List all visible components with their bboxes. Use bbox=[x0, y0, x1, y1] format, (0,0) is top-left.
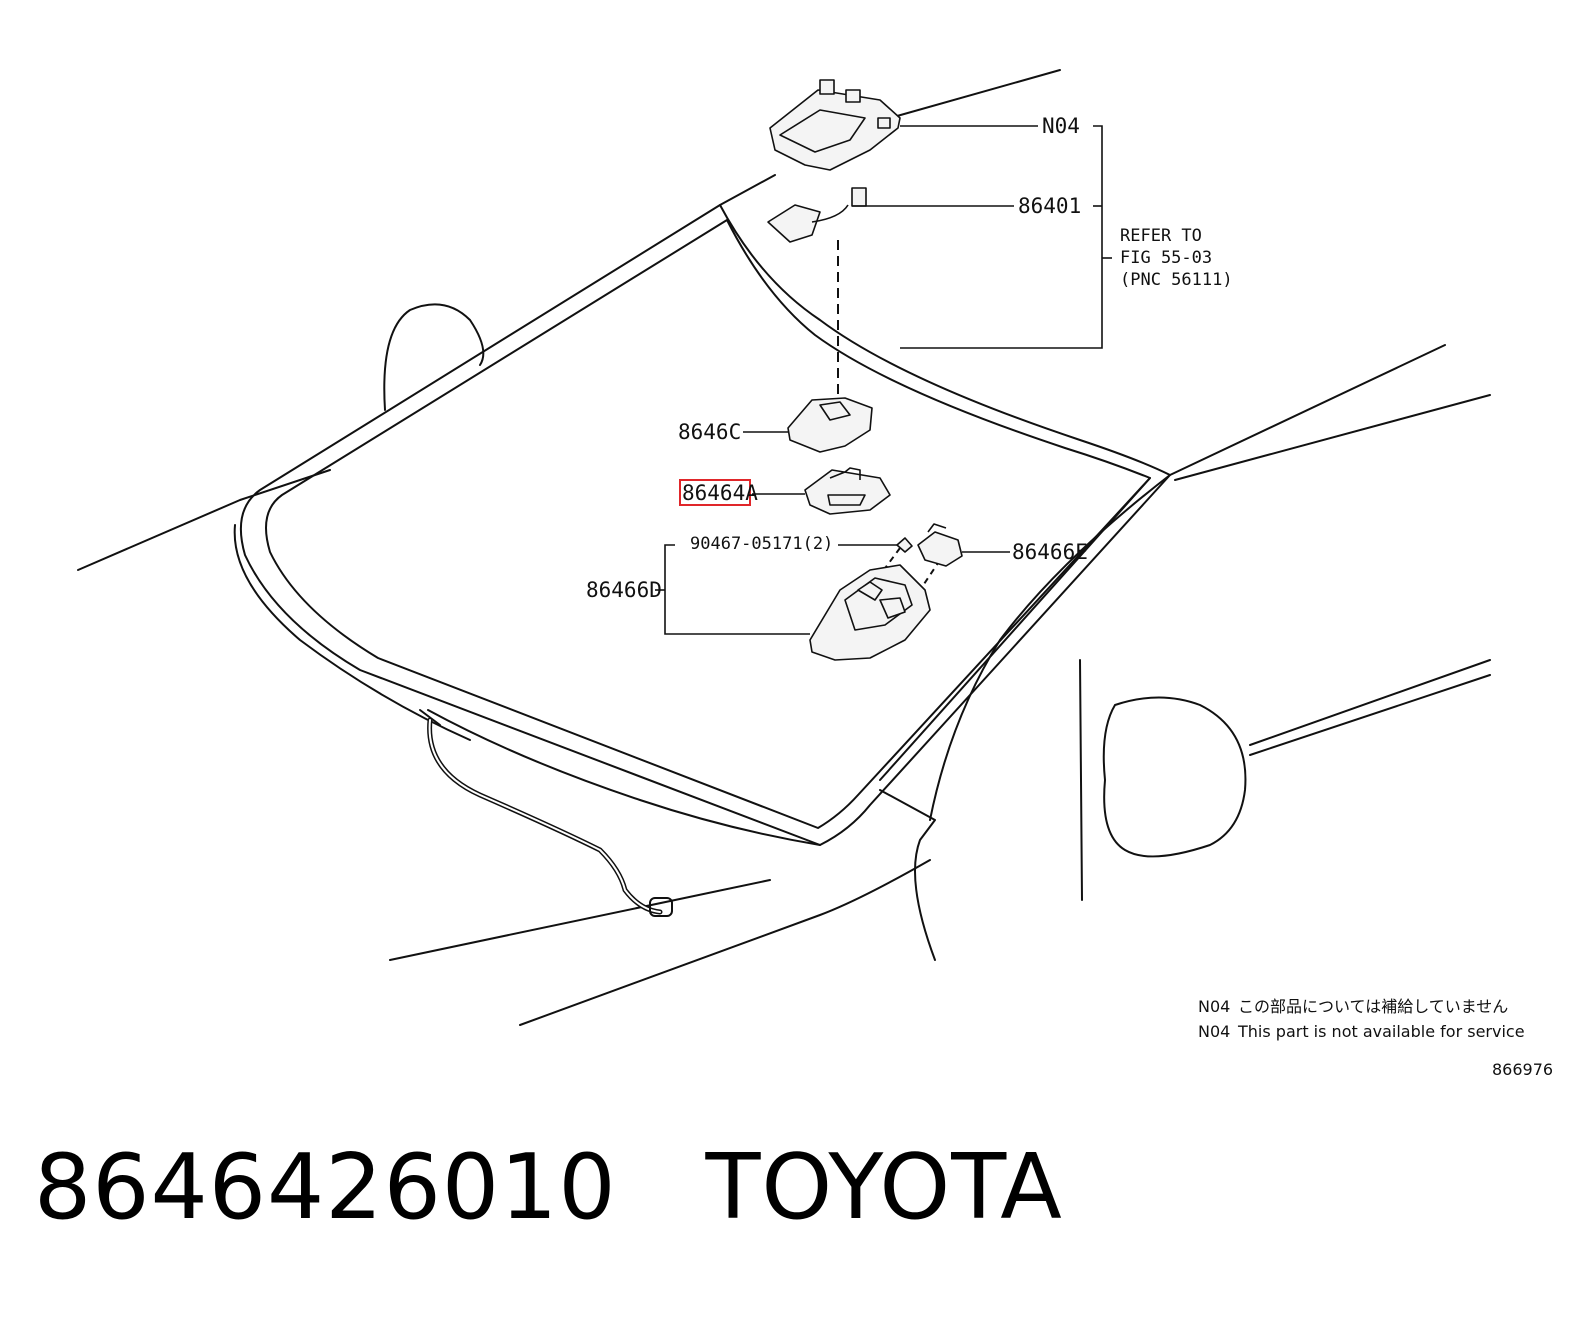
refer-line-3: (PNC 56111) bbox=[1120, 270, 1233, 290]
refer-line-2: FIG 55-03 bbox=[1120, 248, 1212, 268]
brand-name: TOYOTA bbox=[705, 1135, 1063, 1240]
note-jp-code: N04 bbox=[1198, 997, 1230, 1016]
highlight-box bbox=[679, 479, 751, 506]
86464a-bracket-sketch bbox=[804, 467, 891, 515]
label-90467[interactable]: 90467-05171(2) bbox=[690, 534, 833, 554]
footer-title: 8646426010 TOYOTA bbox=[34, 1135, 1063, 1240]
part-sketches bbox=[767, 79, 963, 661]
n04-bracket-sketch bbox=[769, 79, 901, 171]
leader-lines bbox=[655, 125, 1112, 635]
label-86401[interactable]: 86401 bbox=[1018, 194, 1081, 218]
note-en-text: This part is not available for service bbox=[1237, 1022, 1525, 1041]
label-8646c[interactable]: 8646C bbox=[678, 420, 741, 444]
8646c-cover-sketch bbox=[787, 397, 873, 453]
86401-camera-sketch bbox=[767, 187, 867, 243]
86466e-piece-sketch bbox=[917, 523, 963, 567]
label-n04[interactable]: N04 bbox=[1042, 114, 1080, 138]
part-number: 8646426010 bbox=[34, 1135, 617, 1240]
dashed-leaders bbox=[837, 240, 941, 591]
label-86466e[interactable]: 86466E bbox=[1012, 540, 1088, 564]
illustration-number: 866976 bbox=[1492, 1060, 1553, 1079]
clip-sketch bbox=[896, 537, 913, 553]
refer-line-1: REFER TO bbox=[1120, 226, 1202, 246]
86466d-housing-sketch bbox=[809, 564, 931, 661]
note-en-code: N04 bbox=[1198, 1022, 1230, 1041]
label-86466d[interactable]: 86466D bbox=[586, 578, 662, 602]
label-86464a[interactable]: 86464A bbox=[682, 481, 758, 505]
car-outline bbox=[77, 69, 1491, 1026]
note-jp-text: この部品については補給していません bbox=[1238, 997, 1508, 1016]
